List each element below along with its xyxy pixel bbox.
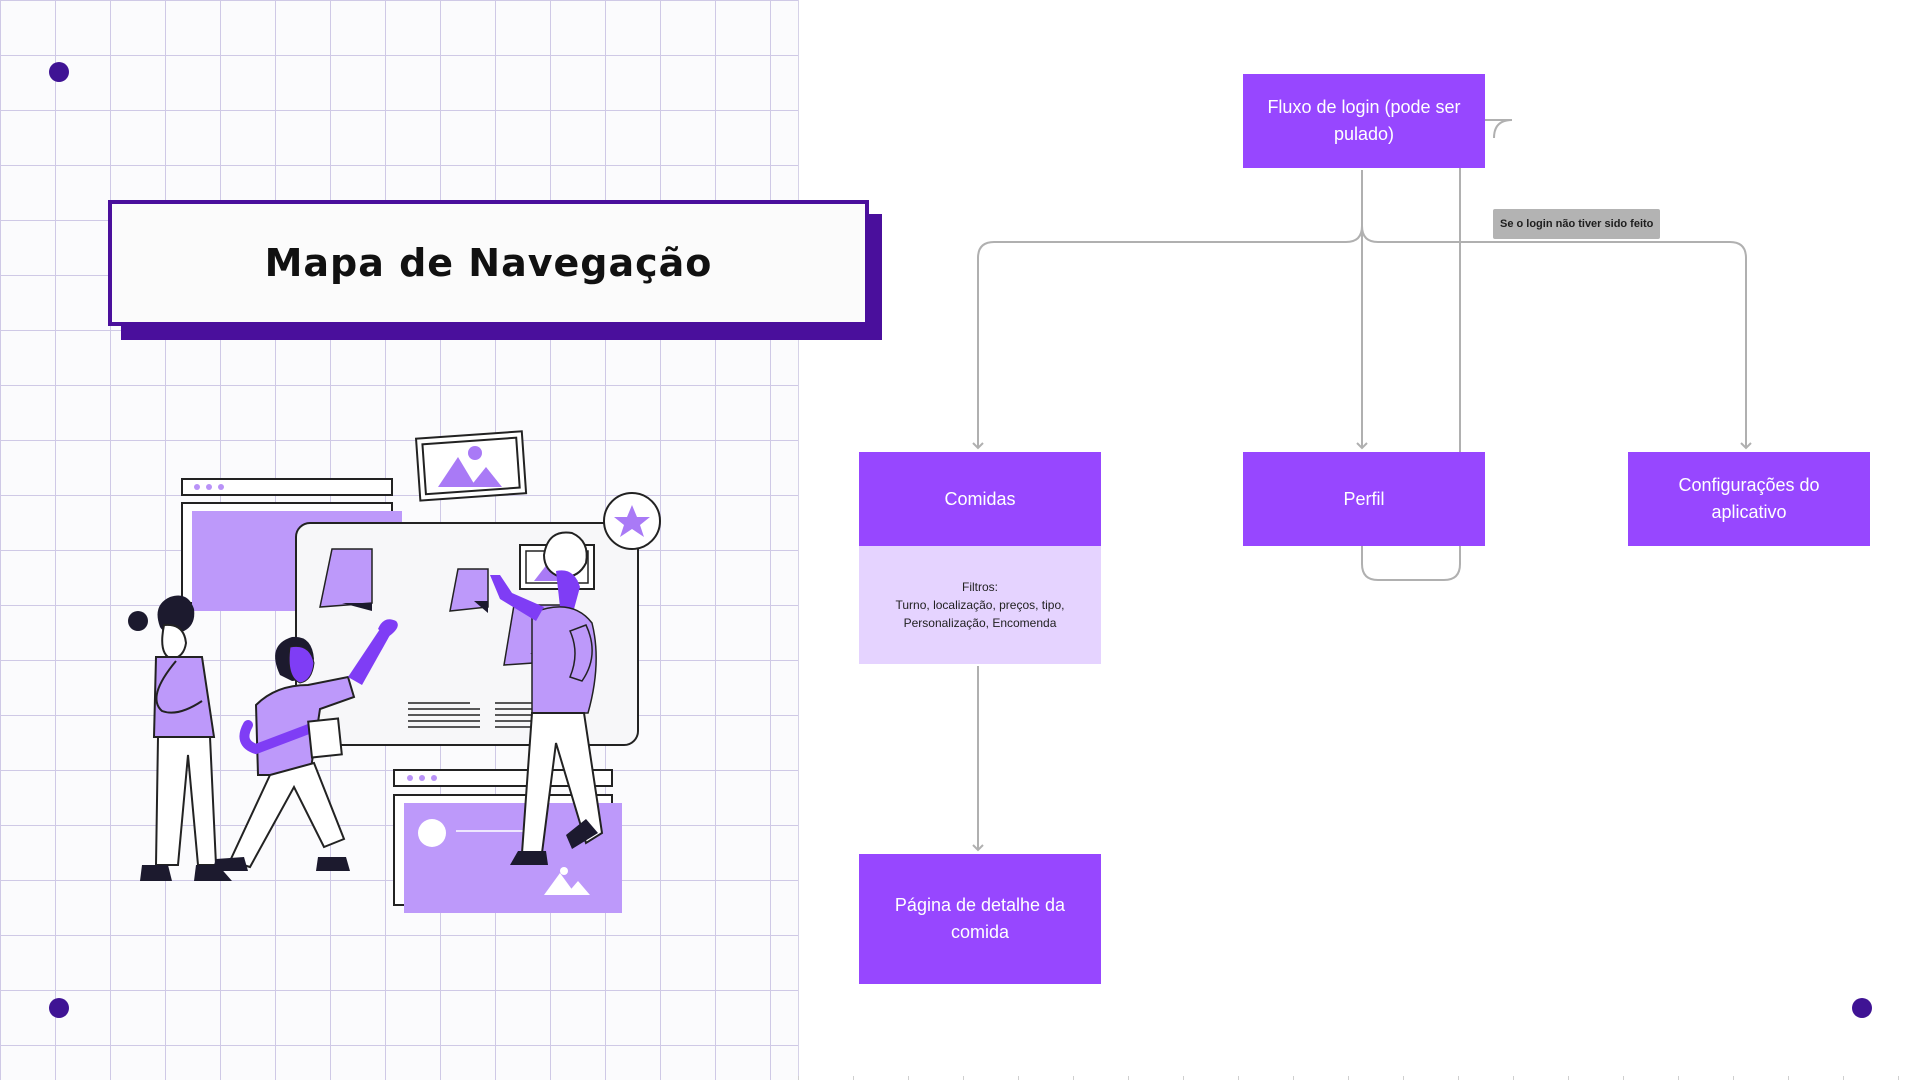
node-login-flow-label: Fluxo de login (pode ser pulado) (1267, 97, 1461, 144)
connector-login-comidas (972, 170, 1363, 450)
node-detalhe[interactable]: Página de detalhe da comida (859, 854, 1101, 984)
node-config[interactable]: Configurações do aplicativo (1628, 452, 1870, 546)
node-perfil-label: Perfil (1343, 488, 1385, 509)
connector-login-config (1361, 225, 1752, 450)
filters-line-1: Turno, localização, preços, tipo, (895, 598, 1065, 612)
condition-label: Se o login não tiver sido feito (1493, 209, 1661, 239)
corner-dot-bottom-left (49, 998, 69, 1018)
corner-dot-bottom-right (1852, 998, 1872, 1018)
comidas-filters: Filtros: Turno, localização, preços, tip… (859, 546, 1101, 664)
filters-line-2: Personalização, Encomenda (903, 616, 1057, 630)
node-detalhe-label: Página de detalhe da comida (894, 895, 1066, 942)
corner-dot-top-left (49, 62, 69, 82)
navigation-diagram: Fluxo de login (pode ser pulado) Se o lo… (798, 0, 1920, 1080)
node-config-label: Configurações do aplicativo (1678, 475, 1820, 522)
page-title: Mapa de Navegação (264, 241, 713, 285)
bottom-ruler (798, 1076, 1920, 1080)
team-planning-illustration (128, 430, 661, 913)
title-box: Mapa de Navegação (108, 200, 869, 326)
node-comidas[interactable]: Comidas (859, 452, 1101, 546)
node-perfil[interactable]: Perfil (1243, 452, 1485, 546)
filters-heading: Filtros: (962, 580, 998, 594)
node-comidas-label: Comidas (944, 488, 1016, 509)
connector-perfil-login-arrow (1460, 114, 1513, 139)
node-login-flow[interactable]: Fluxo de login (pode ser pulado) (1243, 74, 1485, 168)
